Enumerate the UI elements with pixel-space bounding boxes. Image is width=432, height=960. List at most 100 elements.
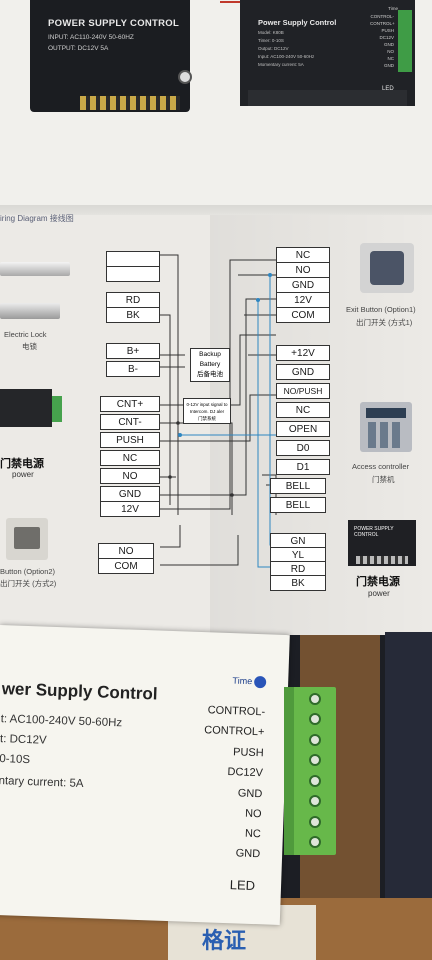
- device-spec-line: 0-10S: [0, 753, 31, 767]
- wire-box-d0: D0: [276, 440, 330, 456]
- power-supply-photo-left: POWER SUPPLY CONTROL INPUT: AC110-240V 5…: [30, 0, 192, 112]
- wire-box-12v-top: 12V: [276, 292, 330, 308]
- terminal-label-gnd-2: GND: [235, 847, 261, 861]
- wire-box: [106, 251, 160, 267]
- device-spec-line: t: DC12V: [0, 733, 47, 747]
- screw-icon: [309, 713, 321, 725]
- wire-box-push: PUSH: [100, 432, 160, 448]
- certificate-text: 格证: [202, 928, 247, 953]
- device-spec-line: t: AC100-240V 50-60Hz: [0, 713, 123, 730]
- button-option2-caption: Button (Option2): [0, 567, 56, 576]
- green-terminal-block: [284, 687, 336, 855]
- access-controller-caption-cn: 门禁机: [372, 475, 395, 484]
- electric-lock-caption-cn: 电锁: [22, 342, 37, 351]
- wire-box-cnt-plus: CNT+: [100, 396, 160, 412]
- terminal-label-no: NO: [244, 807, 262, 821]
- terminal-label-gnd: GND: [237, 787, 263, 801]
- product-input: INPUT: AC110-240V 50-60HZ: [48, 34, 134, 41]
- product-title: Power Supply Control: [258, 18, 337, 27]
- screw-icon: [309, 734, 321, 746]
- wire-box-gnd-mid: GND: [276, 364, 330, 380]
- exit-button-caption-cn: 出门开关 (方式1): [356, 318, 413, 327]
- knob-icon: [178, 70, 192, 84]
- lock-bracket-icon: [0, 303, 60, 319]
- screw-icon: [309, 795, 321, 807]
- electric-lock-icon: [0, 262, 70, 276]
- power-caption-right: 门禁电源: [356, 576, 400, 588]
- wire-box-com: COM: [98, 558, 154, 574]
- terminal-label-control-plus: CONTROL+: [204, 724, 265, 739]
- mounting-ear: [248, 90, 407, 106]
- device-spec-line: ntary current: 5A: [0, 775, 84, 791]
- power-supply-device: Time wer Supply Control t: AC100-240V 50…: [0, 625, 290, 925]
- note-line: Intercom. DJ aler: [189, 409, 225, 414]
- terminal-label: DC12V: [379, 35, 394, 40]
- terminal-label-nc: NC: [244, 827, 262, 841]
- manual-top-page: POWER SUPPLY CONTROL INPUT: AC110-240V 5…: [0, 0, 432, 215]
- screw-icon: [309, 775, 321, 787]
- access-controller-caption: Access controller: [352, 462, 410, 471]
- note-line: 门禁系统: [198, 416, 216, 421]
- terminal-label: CONTROL-: [370, 14, 395, 19]
- signal-note-box: 0-12V input signal to Intercom. DJ aler …: [183, 398, 231, 424]
- terminal-block: [398, 10, 412, 72]
- exit-button-option2-icon: [6, 518, 48, 560]
- product-title: POWER SUPPLY CONTROL: [48, 18, 180, 29]
- wire-box-b-minus: B-: [106, 361, 160, 377]
- spec-line: Timer: 0-10S: [258, 38, 284, 43]
- screw-icon: [309, 754, 321, 766]
- battery-label: Battery: [199, 361, 221, 368]
- wire-box-gnd: GND: [100, 486, 160, 502]
- wire-box-open: OPEN: [276, 421, 330, 437]
- terminal-label-dc12v: DC12V: [227, 766, 264, 780]
- wire-box-com-top: COM: [276, 307, 330, 323]
- wire-box-cnt-minus: CNT-: [100, 414, 160, 430]
- electric-lock-caption: Electric Lock: [4, 330, 47, 339]
- terminal-label: GND: [384, 42, 394, 47]
- wire-box-nc-mid: NC: [276, 402, 330, 418]
- note-line: 0-12V input signal to: [186, 402, 228, 407]
- terminal-label-control-minus: CONTROL-: [207, 704, 266, 719]
- spec-line: Model: K80B: [258, 30, 284, 35]
- wire-box-nc-top: NC: [276, 247, 330, 263]
- battery-label-cn: 后备电池: [197, 371, 223, 378]
- wire-box-bk: BK: [106, 307, 160, 323]
- screw-icon: [309, 836, 321, 848]
- brand-logo: Time: [232, 675, 267, 689]
- backup-battery-box: Backup Battery 后备电池: [190, 348, 230, 382]
- spec-line: Output: DC12V: [258, 46, 289, 51]
- wire-box-d1: D1: [276, 459, 330, 475]
- exit-button-caption: Exit Button (Option1): [346, 305, 416, 314]
- spec-line: Input: AC100-240V 50-60Hz: [258, 54, 315, 59]
- wire-box-no: NO: [100, 468, 160, 484]
- product-output: OUTPUT: DC12V 5A: [48, 45, 109, 52]
- spec-line: Momentary current: 5A: [258, 62, 304, 67]
- led-label: LED: [229, 877, 256, 894]
- wire-box-no-top: NO: [276, 262, 330, 278]
- device-title: wer Supply Control: [1, 679, 158, 704]
- terminal-label: NC: [387, 56, 395, 61]
- terminal-strip: [80, 96, 180, 110]
- power-supply-photo-right: Power Supply Control Model: K80B Timer: …: [240, 0, 415, 106]
- wire-box-gnd-top: GND: [276, 277, 330, 293]
- wire-box-12v: 12V: [100, 501, 160, 517]
- power-caption-left-en: power: [12, 470, 34, 479]
- wire-box-bk-2: BK: [270, 575, 326, 591]
- exit-button-icon: [360, 243, 414, 293]
- button-option2-caption-cn: 出门开关 (方式2): [0, 579, 57, 588]
- power-caption-right-en: power: [368, 589, 390, 598]
- led-label: LED: [382, 86, 394, 92]
- wire-box-no-push: NO/PUSH: [276, 383, 330, 399]
- terminal-label: CONTROL+: [370, 21, 395, 26]
- wire-box: [106, 266, 160, 282]
- power-controller-icon-right: POWER SUPPLY CONTROL: [348, 520, 416, 566]
- terminal-label: GND: [384, 63, 394, 68]
- wire-box-plus12v: +12V: [276, 345, 330, 361]
- backup-label: Backup: [199, 351, 221, 358]
- wire-box-bell: BELL: [270, 478, 326, 494]
- power-controller-icon: [0, 389, 62, 427]
- brand: Time: [388, 6, 398, 11]
- terminal-label-push: PUSH: [232, 746, 264, 760]
- screw-icon: [309, 816, 321, 828]
- terminal-label: PUSH: [381, 28, 394, 33]
